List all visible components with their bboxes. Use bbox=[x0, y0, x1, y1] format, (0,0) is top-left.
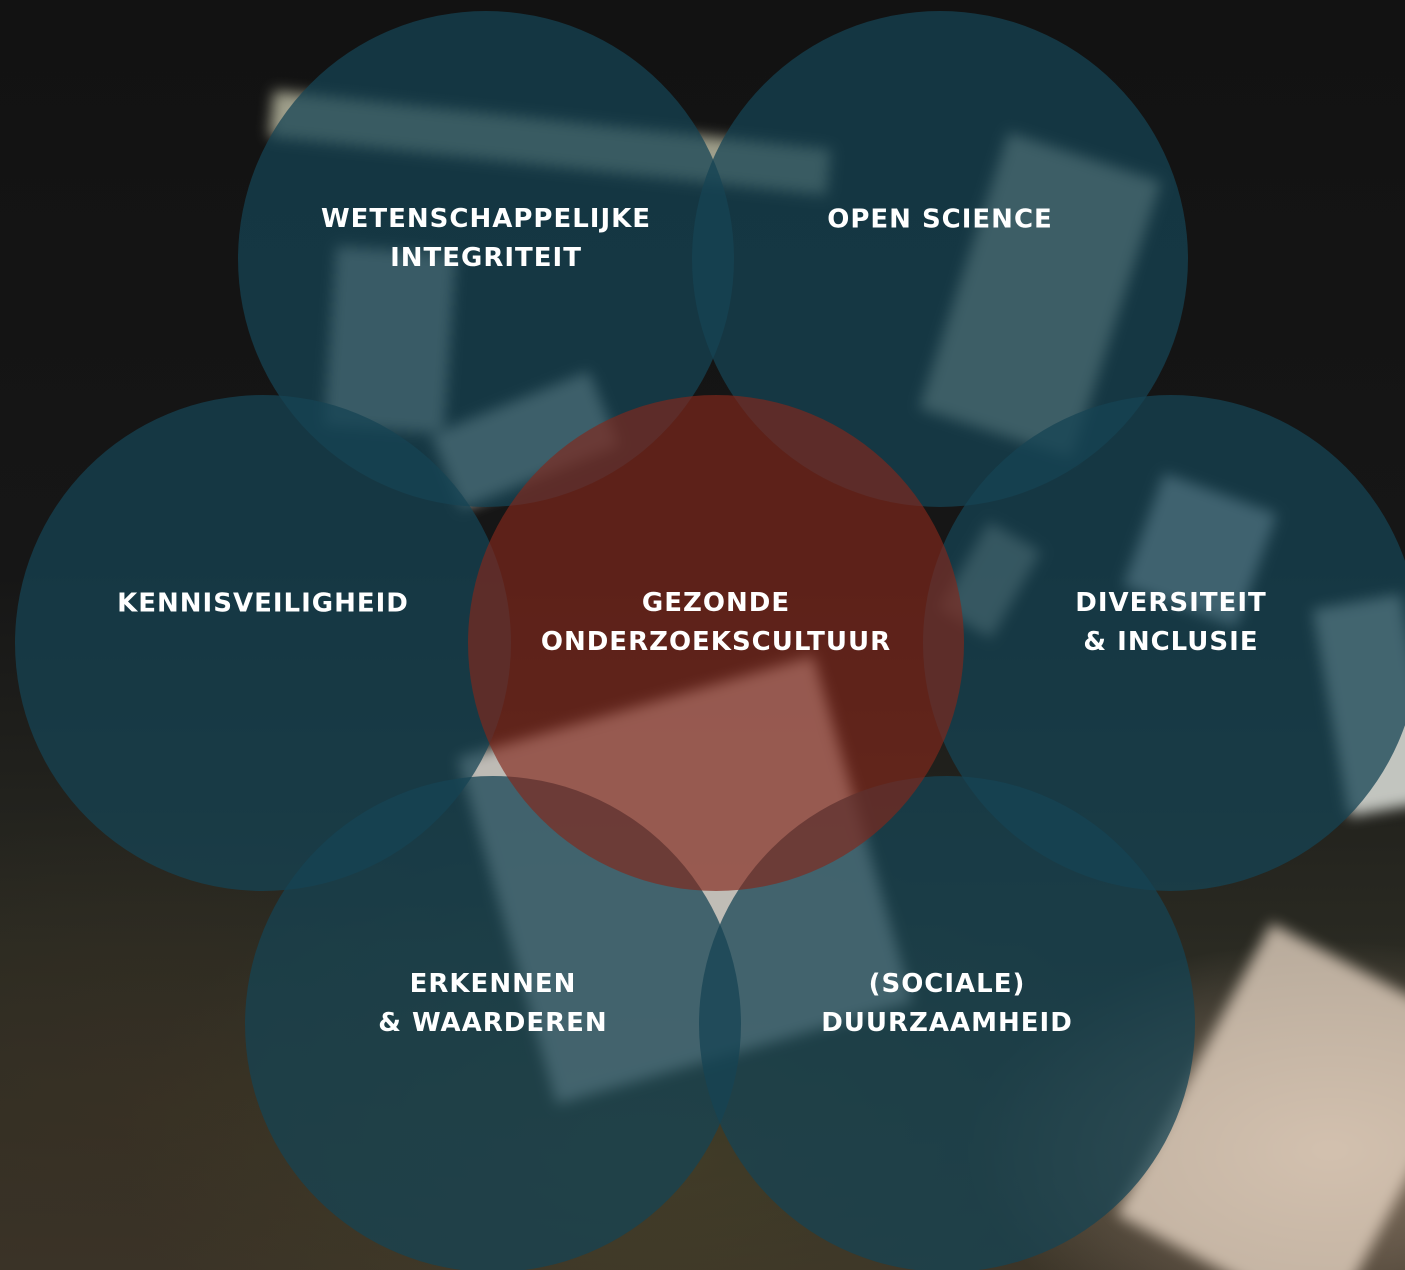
label-gezonde-onderzoekscultuur: GEZONDE ONDERZOEKSCULTUUR bbox=[540, 588, 892, 657]
label-erkennen-waarderen: ERKENNEN & WAARDEREN bbox=[378, 969, 608, 1038]
label-open-science: OPEN SCIENCE bbox=[827, 204, 1053, 235]
label-wetenschappelijke-integriteit: WETENSCHAPPELIJKE INTEGRITEIT bbox=[320, 204, 652, 273]
label-diversiteit-inclusie: DIVERSITEIT & INCLUSIE bbox=[1075, 588, 1267, 657]
label-sociale-duurzaamheid: (SOCIALE) DUURZAAMHEID bbox=[821, 969, 1073, 1038]
circle-gezonde-onderzoekscultuur bbox=[468, 395, 964, 891]
label-kennisveiligheid: KENNISVEILIGHEID bbox=[117, 588, 409, 619]
